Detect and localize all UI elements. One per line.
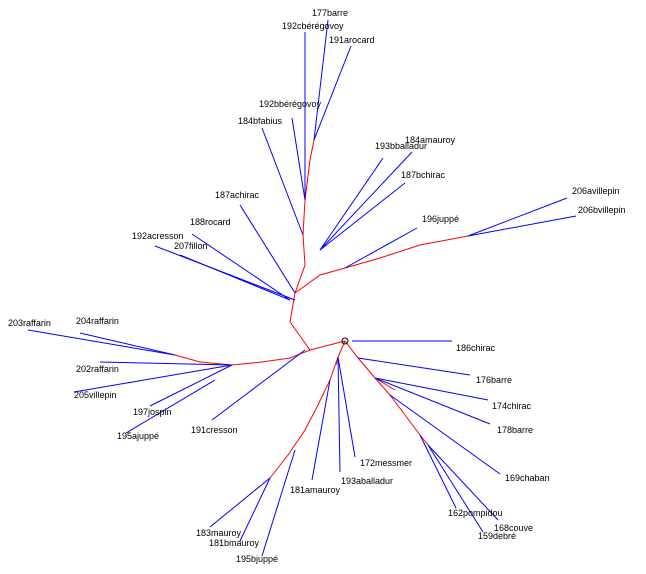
leaf-branch-l205villepin [73, 364, 233, 393]
leaf-label-l203raffarin: 203raffarin [8, 318, 51, 328]
leaf-label-l196juppe: 196juppé [422, 214, 459, 224]
leaf-labels: 177barre 192cbérégovoy 191arocard 192bbérég… [8, 8, 626, 564]
leaf-branch-l172messmer [337, 356, 356, 458]
leaf-branch-l197jospin [149, 364, 233, 407]
leaf-label-l178barre: 178barre [497, 425, 533, 435]
leaf-branch-l206bvillepin [467, 215, 577, 237]
leaf-branch-l193aballadur [337, 356, 341, 473]
leaf-label-l207fillon: 207fillon [174, 241, 208, 251]
leaf-branch-l162pompidou [419, 434, 457, 509]
leaf-label-l174chirac: 174chirac [492, 401, 532, 411]
leaf-branch-l206avillepin [467, 197, 568, 237]
leaf-label-l206bvillepin: 206bvillepin [578, 205, 626, 215]
leaf-branch-l195bjuppe [261, 449, 296, 557]
leaf-branch-l203raffarin [27, 329, 176, 356]
leaf-branch-l168couve [427, 444, 499, 521]
leaf-branch-l193bballadur [319, 157, 384, 251]
leaf-branch-l187bchirac [319, 182, 406, 251]
leaf-branch-l187achirac [239, 204, 296, 294]
leaf-label-l204raffarin: 204raffarin [76, 316, 119, 326]
internal-branch [269, 340, 346, 479]
leaf-label-l202raffarin: 202raffarin [76, 364, 119, 374]
leaf-branch-l192bberegovoy [291, 117, 306, 201]
leaf-label-l172messmer: 172messmer [360, 458, 412, 468]
leaf-branch-l184bfabius [261, 127, 304, 236]
internal-branch [344, 340, 429, 446]
leaf-branch-l191cresson [211, 349, 306, 421]
leaf-branch-l174chirac [374, 377, 489, 401]
leaf-label-l191arocard: 191arocard [329, 35, 375, 45]
leaf-branch-l195ajuppe [125, 379, 216, 434]
leaf-branch-l191arocard [313, 45, 352, 141]
leaf-label-l169chaban: 169chaban [505, 473, 550, 483]
leaf-branch-l159debre [427, 444, 484, 533]
circle-icon [341, 337, 349, 345]
leaf-branch-l184amauroy [319, 151, 413, 251]
leaf-label-l184amauroy: 184amauroy [405, 135, 456, 145]
internal-branch [174, 340, 346, 366]
leaf-label-l168couve: 168couve [494, 523, 533, 533]
leaf-label-l176barre: 176barre [476, 375, 512, 385]
leaf-branch-l178barre [374, 377, 491, 425]
leaf-label-l193bballadur: 193bballadur [375, 141, 427, 151]
leaf-branch-l177barre [313, 19, 329, 141]
leaf-label-l191cresson: 191cresson [191, 425, 238, 435]
leaf-label-l184bfabius: 184bfabius [238, 116, 283, 126]
internal-branch [289, 139, 315, 351]
leaf-branch-l202raffarin [99, 361, 233, 366]
leaf-branch-l207fillon [179, 254, 291, 301]
leaf-branch-l188rocard [191, 233, 291, 301]
leaf-label-l187bchirac: 187bchirac [401, 170, 446, 180]
leaf-label-l162pompidou: 162pompidou [448, 508, 503, 518]
leaf-label-l159debre: 159debré [478, 531, 516, 541]
leaf-branch-l181bmauroy [239, 477, 271, 542]
leaf-label-l183mauroy: 183mauroy [196, 528, 242, 538]
leaf-branch-l183mauroy [209, 477, 271, 528]
internal-branch [294, 235, 469, 294]
leaf-branch-l176barre [357, 357, 471, 376]
leaf-label-l181amauroy: 181amauroy [290, 485, 341, 495]
leaf-label-l197jospin: 197jospin [133, 407, 172, 417]
leaf-branch-l181amauroy [311, 379, 331, 481]
leaf-label-l193aballadur: 193aballadur [341, 476, 393, 486]
leaf-label-l195bjuppe: 195bjuppé [236, 554, 278, 564]
leaf-label-l188rocard: 188rocard [190, 217, 231, 227]
leaf-branch-l169chaban [389, 394, 501, 475]
leaf-branch-l204raffarin [79, 332, 176, 356]
leaf-label-l186chirac: 186chirac [456, 343, 496, 353]
leaf-label-l206avillepin: 206avillepin [572, 186, 620, 196]
leaf-label-l192acresson: 192acresson [132, 231, 184, 241]
leaf-label-l192bberegovoy: 192bbérégovoy [259, 99, 322, 109]
leaf-label-l195ajuppe: 195ajuppé [117, 431, 159, 441]
leaf-label-l187achirac: 187achirac [215, 190, 260, 200]
leaf-label-l181bmauroy: 181bmauroy [209, 538, 260, 548]
leaf-label-l205villepin: 205villepin [74, 390, 117, 400]
leaf-label-l177barre: 177barre [312, 8, 348, 18]
leaf-label-l192cberegovoy: 192cbérégovoy [282, 21, 344, 31]
internal-branch [374, 377, 396, 391]
tree-branches [27, 19, 577, 557]
leaf-branch-l196juppe [344, 227, 418, 269]
